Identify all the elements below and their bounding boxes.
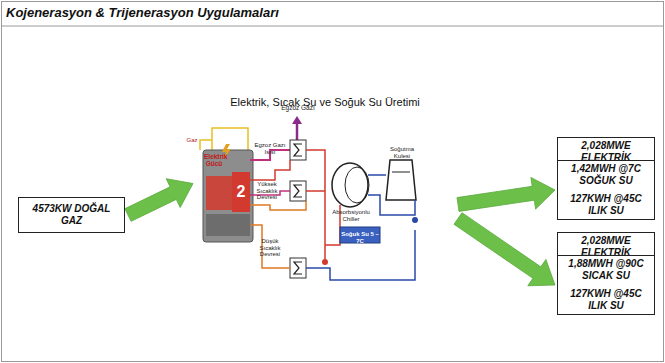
flow-arrow: [125, 179, 193, 222]
absorption-chiller: [332, 163, 368, 207]
part-label: Egzoz Gazı: [270, 104, 326, 111]
exchanger-symbol: [294, 144, 302, 156]
process-panel: Elektrik, Sıcak Su ve Soğuk Su Üretimi: [195, 96, 455, 271]
output-box: 1,42MWH @7C SOĞUK SU 127KWH @45C ILIK SU: [557, 160, 655, 220]
heat-exchanger: [290, 258, 306, 278]
box-text: 4573KW DOĞAL GAZ: [23, 203, 120, 227]
pump-symbol: [412, 217, 418, 223]
flow-arrow: [457, 177, 555, 211]
box-text: 1,42MWH @7C SOĞUK SU: [562, 163, 650, 187]
hot-water-line: [306, 150, 325, 262]
exchanger-symbol: [294, 262, 302, 274]
gas-line: [200, 140, 212, 150]
part-label: Absorbsiyonlu Chiller: [330, 209, 372, 222]
return-line: [250, 201, 306, 210]
absorption-chiller: [345, 167, 369, 203]
callout-number: 2: [232, 183, 250, 201]
engine-base: [206, 214, 250, 236]
output-box: 1,88MWH @90C SICAK SU 127KWH @45C ILIK SU: [557, 255, 655, 315]
engine: [203, 150, 253, 242]
engine-part: [232, 172, 250, 212]
header-rule: [2, 26, 663, 27]
flow-arrow: [454, 213, 555, 286]
low-temp-line: [250, 225, 290, 268]
gas-line: [212, 128, 248, 150]
part-label: Düşük Sıcaklık Devresi: [256, 238, 284, 258]
exhaust-line: [296, 122, 299, 140]
box-text: 127KWH @45C ILIK SU: [562, 193, 650, 217]
page-title: Kojenerasyon & Trijenerasyon Uygulamalar…: [6, 5, 279, 20]
cooling-tower: [392, 172, 410, 173]
part-label: Gaz: [184, 137, 200, 144]
exhaust-arrow: [292, 116, 302, 124]
heat-exchanger: [290, 181, 306, 201]
part-label: Egzoz Gazı Isısı: [253, 142, 287, 155]
input-box: 4573KW DOĞAL GAZ: [18, 197, 125, 233]
cooling-tower: [386, 160, 416, 200]
part-label: Soğutma Kulesi: [386, 146, 418, 159]
part-label: Yüksek Sıcaklık Devresi: [255, 181, 279, 201]
heat-exchanger: [290, 140, 306, 160]
high-temp-line: [250, 160, 290, 180]
box-text: 127KWH @45C ILIK SU: [562, 288, 650, 312]
pump-symbol: [322, 259, 328, 265]
exchanger-symbol: [294, 185, 302, 197]
hot-water-line: [306, 190, 325, 192]
cooling-line: [368, 195, 415, 215]
box-text: 1,88MWH @90C SICAK SU: [562, 258, 650, 282]
cooling-line: [368, 174, 386, 176]
engine-part: [206, 176, 232, 210]
part-label: Soğuk Su 5 – 7C: [341, 231, 379, 244]
panel-heading: Elektrik, Sıcak Su ve Soğuk Su Üretimi: [195, 96, 455, 108]
part-label: Elektrik Gücü: [204, 153, 224, 167]
